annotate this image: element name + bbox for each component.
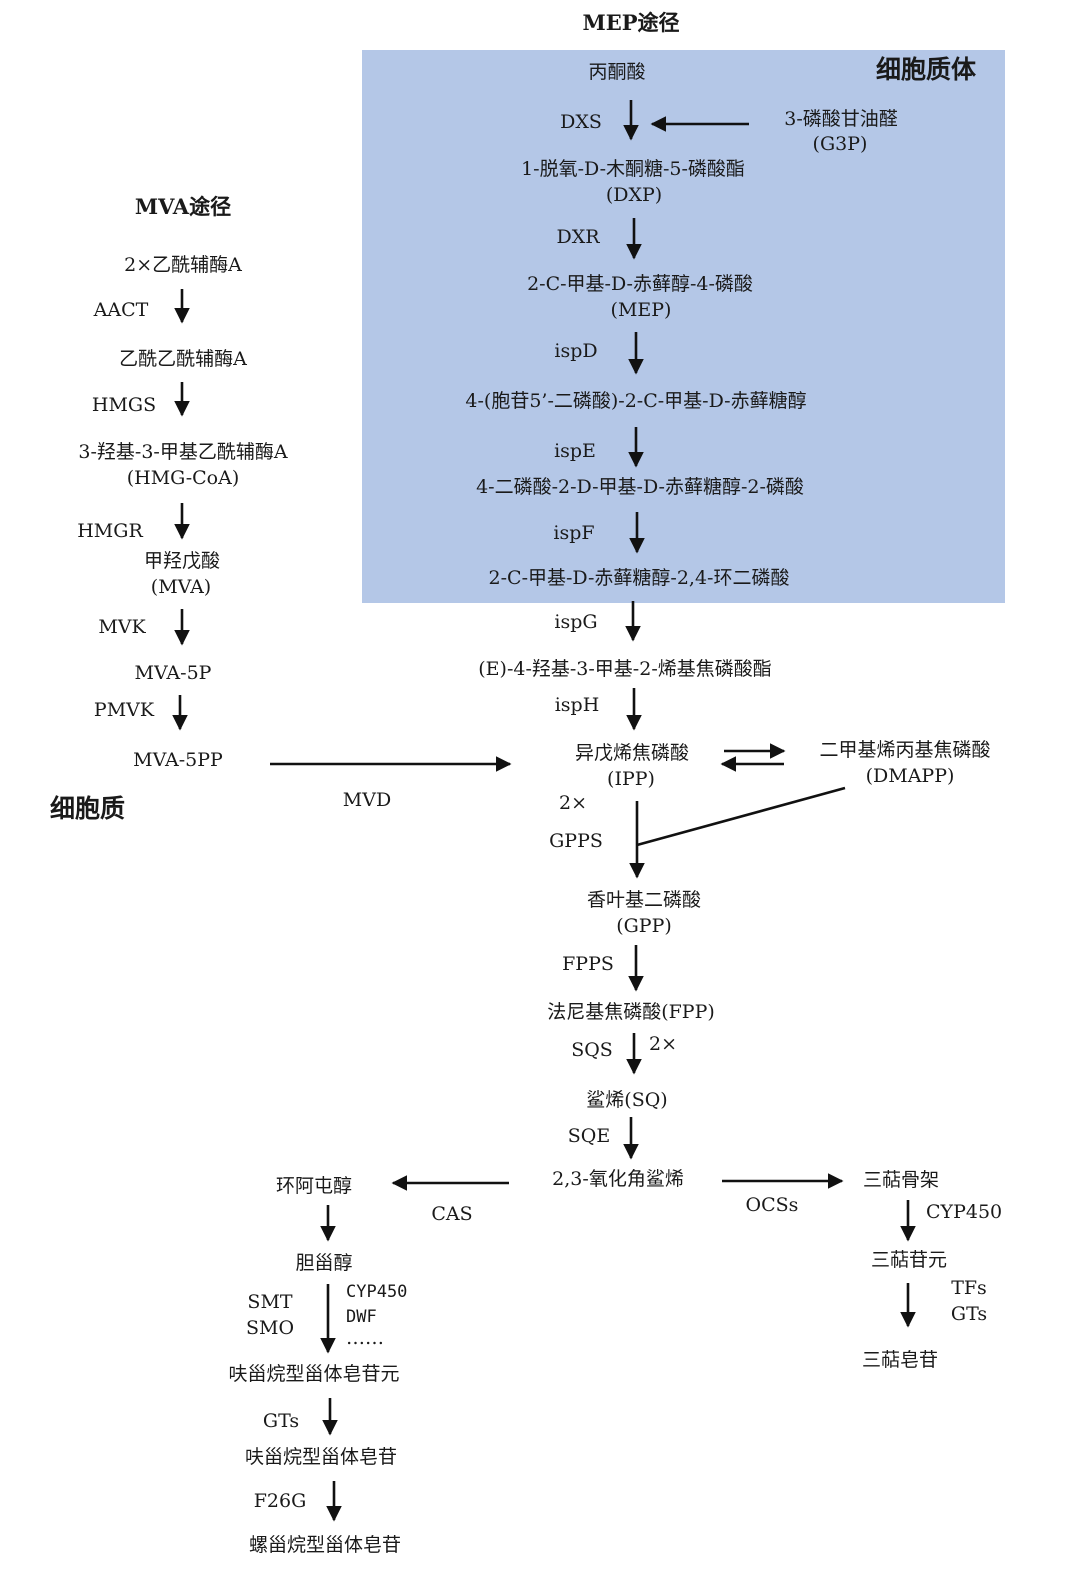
mvd-enzyme-label: MVD xyxy=(342,789,392,811)
furostanol-saponin-label: 呋甾烷型甾体皂苷 xyxy=(244,1446,398,1468)
cholesterol-label: 胆甾醇 xyxy=(295,1252,353,1274)
plastid-region xyxy=(362,50,1005,603)
mep-pathway-title: MEP途径 xyxy=(582,10,680,35)
dxr-enzyme-label: DXR xyxy=(556,226,600,248)
isph-enzyme-label: ispH xyxy=(554,694,600,716)
mvk-enzyme-label: MVK xyxy=(98,616,146,638)
two-x-fpp-label: 2× xyxy=(648,1033,678,1055)
two-x-ipp-label: 2× xyxy=(558,792,588,814)
hmbpp-label: (E)-4-羟基-3-甲基-2-烯基焦磷酸酯 xyxy=(478,658,772,680)
mva-abbr-label: (MVA) xyxy=(150,576,212,598)
sqs-enzyme-label: SQS xyxy=(571,1039,613,1061)
triterpene-skeleton-label: 三萜骨架 xyxy=(862,1169,940,1191)
gts-triterpene-label: GTs xyxy=(950,1303,988,1325)
squalene-label: 鲨烯(SQ) xyxy=(586,1089,668,1111)
smo-enzyme-label: SMO xyxy=(245,1317,295,1339)
sqe-enzyme-label: SQE xyxy=(567,1125,611,1147)
f26g-enzyme-label: F26G xyxy=(253,1490,307,1512)
plastid-label: 细胞质体 xyxy=(876,55,977,84)
dwf-enzyme-label: DWF xyxy=(346,1307,377,1327)
dxs-enzyme-label: DXS xyxy=(560,111,602,133)
gpp-name-label: 香叶基二磷酸 xyxy=(586,889,702,911)
more-enzymes-ellipsis: …… xyxy=(346,1327,384,1349)
pmvk-enzyme-label: PMVK xyxy=(93,699,155,721)
aact-enzyme-label: AACT xyxy=(93,299,149,321)
dxp-name-label: 1-脱氧-D-木酮糖-5-磷酸酯 xyxy=(521,158,745,180)
hmgr-enzyme-label: HMGR xyxy=(77,520,143,542)
cdp-mep-label: 4-二磷酸-2-D-甲基-D-赤藓糖醇-2-磷酸 xyxy=(476,476,804,498)
smt-enzyme-label: SMT xyxy=(247,1291,293,1313)
mva-name-label: 甲羟戊酸 xyxy=(143,550,221,572)
mep-abbr-label: (MEP) xyxy=(610,299,672,321)
tfs-label: TFs xyxy=(951,1277,987,1299)
cytoplasm-label: 细胞质 xyxy=(50,794,126,823)
pyruvate-label: 丙酮酸 xyxy=(588,61,646,83)
oxidosqualene-label: 2,3-氧化角鲨烯 xyxy=(552,1168,684,1190)
mva-pathway-title: MVA途径 xyxy=(134,194,232,219)
ispf-enzyme-label: ispF xyxy=(553,522,595,544)
ispg-enzyme-label: ispG xyxy=(554,611,598,633)
mva5pp-label: MVA-5PP xyxy=(133,749,223,771)
cdp-me-label: 4-(胞苷5’-二磷酸)-2-C-甲基-D-赤藓糖醇 xyxy=(465,390,807,412)
dxp-abbr-label: (DXP) xyxy=(605,184,663,206)
triterpene-aglycone-label: 三萜苷元 xyxy=(870,1249,948,1271)
spirostanol-saponin-label: 螺甾烷型甾体皂苷 xyxy=(248,1534,402,1556)
hmg-coa-abbr-label: (HMG-CoA) xyxy=(126,467,240,489)
mep-name-label: 2-C-甲基-D-赤藓醇-4-磷酸 xyxy=(527,273,753,295)
gts-steroid-enzyme-label: GTs xyxy=(262,1410,300,1432)
ocss-enzyme-label: OCSs xyxy=(745,1194,799,1216)
acetoacetyl-coa-label: 乙酰乙酰辅酶A xyxy=(119,348,247,370)
g3p-name-label: 3-磷酸甘油醛 xyxy=(784,108,898,130)
cycloartenol-label: 环阿屯醇 xyxy=(275,1175,353,1197)
dmapp-abbr-label: (DMAPP) xyxy=(865,765,955,787)
cas-enzyme-label: CAS xyxy=(431,1203,473,1225)
cyp450-triterpene-label: CYP450 xyxy=(926,1201,1003,1223)
acetyl-coa-label: 2×乙酰辅酶A xyxy=(124,254,242,276)
fpp-label: 法尼基焦磷酸(FPP) xyxy=(547,1001,715,1023)
line-dmapp-to-gpps xyxy=(636,786,846,847)
ispd-enzyme-label: ispD xyxy=(554,340,598,362)
cyp450-steroid-label: CYP450 xyxy=(346,1282,408,1302)
gpp-abbr-label: (GPP) xyxy=(616,915,672,937)
hmgs-enzyme-label: HMGS xyxy=(91,394,157,416)
mecpp-label: 2-C-甲基-D-赤藓糖醇-2,4-环二磷酸 xyxy=(488,567,790,589)
g3p-abbr-label: (G3P) xyxy=(812,133,868,155)
hmg-coa-name-label: 3-羟基-3-甲基乙酰辅酶A xyxy=(78,441,288,463)
dmapp-name-label: 二甲基烯丙基焦磷酸 xyxy=(819,739,991,761)
furostanol-aglycone-label: 呋甾烷型甾体皂苷元 xyxy=(228,1363,400,1385)
gpps-enzyme-label: GPPS xyxy=(549,830,603,852)
ipp-abbr-label: (IPP) xyxy=(607,768,655,790)
arrows xyxy=(172,100,916,1522)
fpps-enzyme-label: FPPS xyxy=(562,953,614,975)
triterpene-saponin-label: 三萜皂苷 xyxy=(861,1349,939,1371)
mva5p-label: MVA-5P xyxy=(134,662,212,684)
ispe-enzyme-label: ispE xyxy=(554,440,596,462)
ipp-name-label: 异戊烯焦磷酸 xyxy=(574,742,690,764)
